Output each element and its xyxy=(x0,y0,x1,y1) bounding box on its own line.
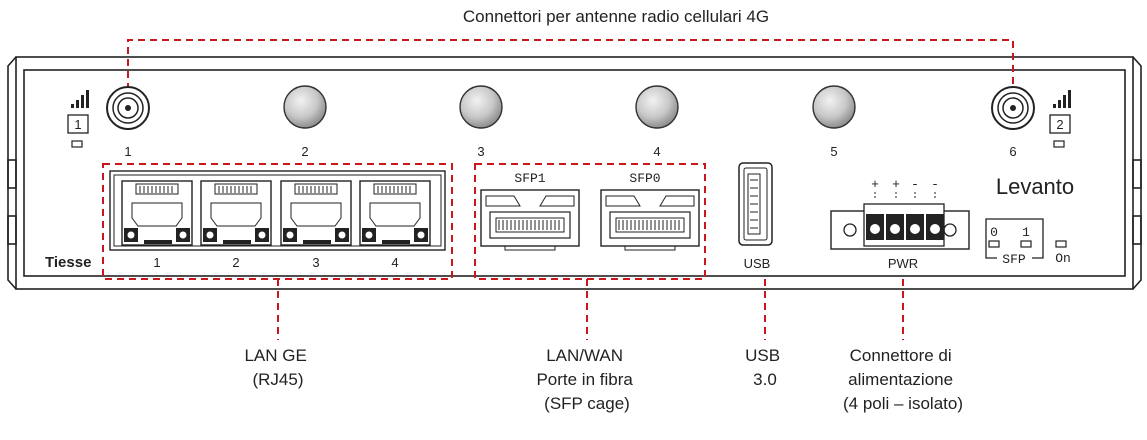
callout-line: LAN GE xyxy=(244,346,306,365)
antenna-cap-4 xyxy=(635,85,679,129)
diagram-title: Connettori per antenne radio cellulari 4… xyxy=(463,7,769,26)
sim-indicator-label: 1 xyxy=(74,117,81,132)
callout-lan: LAN GE (RJ45) xyxy=(244,346,311,389)
antenna-number: 1 xyxy=(124,144,131,159)
rj45-port-3 xyxy=(280,180,352,246)
callout-line: 3.0 xyxy=(753,370,777,389)
antenna-bracket xyxy=(127,39,1014,90)
sfp-led-group xyxy=(985,218,1044,259)
callout-usb: USB 3.0 xyxy=(745,346,785,389)
antenna-number: 6 xyxy=(1009,144,1016,159)
on-led-label: On xyxy=(1055,251,1071,266)
lan-port-number: 4 xyxy=(391,255,398,270)
power-polarity: + xyxy=(892,177,900,192)
power-label: PWR xyxy=(888,256,918,271)
callout-line: alimentazione xyxy=(848,370,953,389)
power-polarity: + xyxy=(871,177,879,192)
antenna-number: 4 xyxy=(653,144,660,159)
signal-bars-icon xyxy=(71,90,89,108)
callout-power: Connettore di alimentazione (4 poli – is… xyxy=(843,346,963,413)
callout-line: (RJ45) xyxy=(252,370,303,389)
sfp-led-1-label: 1 xyxy=(1022,225,1030,240)
antenna-number: 5 xyxy=(830,144,837,159)
signal-bars-icon xyxy=(1053,90,1071,108)
rj45-port-4 xyxy=(359,180,431,246)
sfp-led-label: SFP xyxy=(1002,252,1026,267)
power-polarity: - xyxy=(911,177,919,192)
sim-indicator-label: 2 xyxy=(1056,117,1063,132)
callout-sfp: LAN/WAN Porte in fibra (SFP cage) xyxy=(536,346,637,413)
power-connector xyxy=(830,203,970,250)
lan-port-number: 1 xyxy=(153,255,160,270)
callout-line: (4 poli – isolato) xyxy=(843,394,963,413)
antenna-connector-6 xyxy=(991,86,1035,130)
power-on-led xyxy=(1055,240,1067,248)
brand-logo: Levanto xyxy=(996,174,1074,199)
sim-led xyxy=(71,140,83,148)
maker-label: Tiesse xyxy=(45,254,91,271)
lan-port-number: 3 xyxy=(312,255,319,270)
lan-port-number: 2 xyxy=(232,255,239,270)
antenna-number: 2 xyxy=(301,144,308,159)
antenna-cap-5 xyxy=(812,85,856,129)
sim-led xyxy=(1053,140,1065,148)
sfp-cage-0 xyxy=(600,189,700,251)
chassis xyxy=(7,56,1142,290)
callout-line: Porte in fibra xyxy=(536,370,633,389)
usb-label: USB xyxy=(744,256,771,271)
sfp-port-label: SFP1 xyxy=(514,171,545,186)
sfp-led-0-label: 0 xyxy=(990,225,998,240)
sfp-port-label: SFP0 xyxy=(629,171,660,186)
callout-line: USB xyxy=(745,346,780,365)
sfp-cage-1 xyxy=(480,189,580,251)
rj45-port-1 xyxy=(121,180,193,246)
antenna-cap-2 xyxy=(283,85,327,129)
rj45-port-2 xyxy=(200,180,272,246)
callout-line: Connettore di xyxy=(850,346,952,365)
sfp-bracket xyxy=(474,163,706,280)
antenna-connector-1 xyxy=(106,86,150,130)
antenna-cap-3 xyxy=(459,85,503,129)
callout-line: LAN/WAN xyxy=(546,346,623,365)
usb-port xyxy=(738,162,773,246)
power-polarity: - xyxy=(931,177,939,192)
callout-line: (SFP cage) xyxy=(544,394,630,413)
antenna-number: 3 xyxy=(477,144,484,159)
